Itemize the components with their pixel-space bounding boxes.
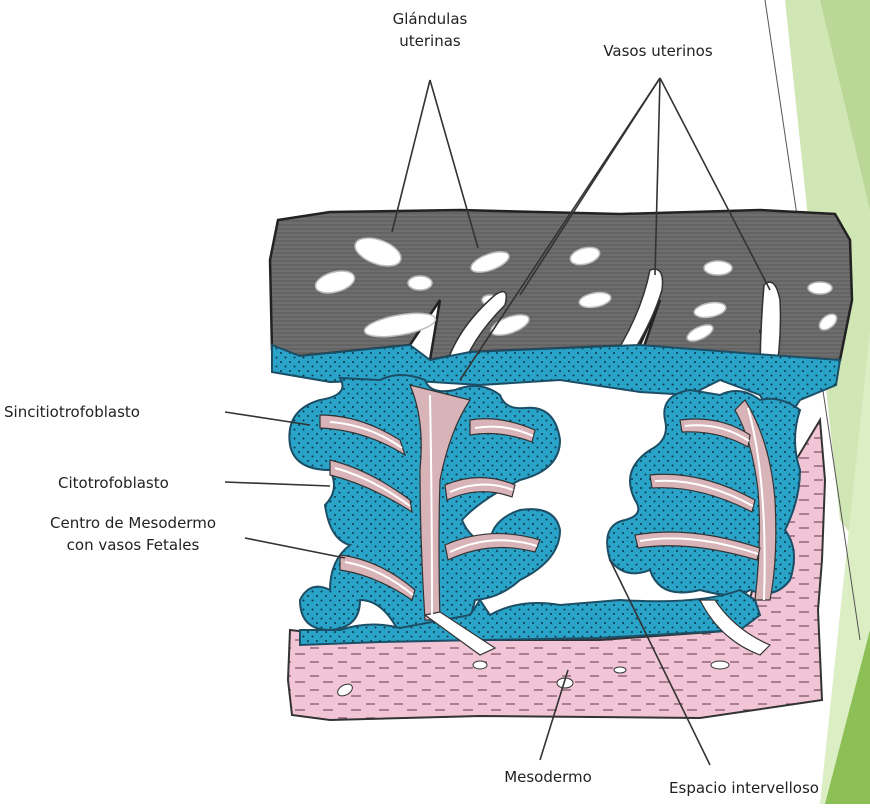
gland-lumen: [408, 276, 432, 290]
label-centro-line2: con vasos Fetales: [67, 536, 200, 554]
leader-glandulas-1: [392, 80, 430, 232]
label-vasos-uterinos: Vasos uterinos: [603, 42, 712, 60]
label-centro-line1: Centro de Mesodermo: [50, 514, 216, 532]
leader-centro: [245, 538, 345, 558]
label-mesodermo: Mesodermo: [504, 768, 592, 786]
leader-cito: [225, 482, 330, 486]
gland-lumen: [704, 261, 732, 275]
label-sincitiotrofoblasto: Sincitiotrofoblasto: [4, 403, 140, 421]
label-glandulas-line2: uterinas: [399, 32, 461, 50]
label-espacio-intervelloso: Espacio intervelloso: [669, 779, 819, 797]
gland-lumen: [808, 282, 832, 294]
label-citotrofoblasto: Citotrofoblasto: [58, 474, 169, 492]
label-glandulas-line1: Glándulas: [393, 10, 468, 28]
